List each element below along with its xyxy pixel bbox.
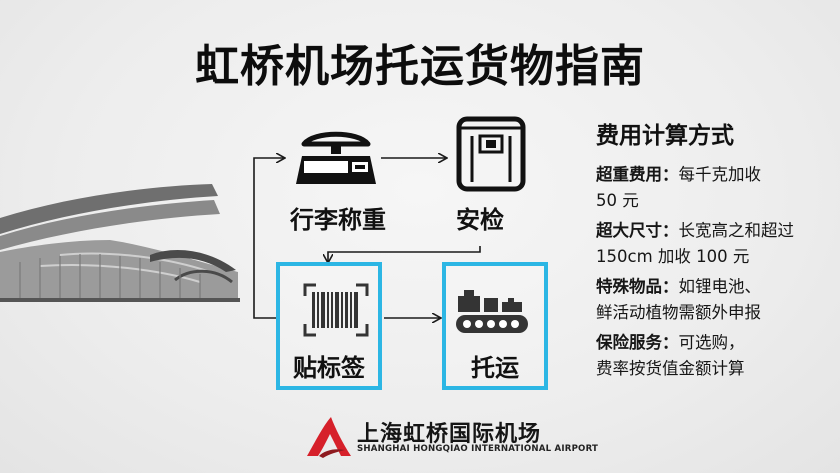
terminal-building-illustration (0, 184, 240, 302)
fee-line-cont: 50 元 (596, 191, 639, 210)
fee-desc: 每千克加收 (678, 165, 762, 184)
fee-line: 超重费用：每千克加收 (596, 162, 836, 188)
page-title: 虹桥机场托运货物指南 (195, 41, 645, 92)
arrow-security-to-label (328, 246, 481, 262)
fee-item-special: 特殊物品：如锂电池、 鲜活动植物需额外申报 (596, 274, 836, 326)
arrow-start-to-weigh (253, 158, 284, 319)
fee-panel: 费用计算方式 超重费用：每千克加收 50 元 超大尺寸：长宽高之和超过 150c… (596, 116, 836, 386)
fee-item-insurance: 保险服务：可选购， 费率按货值金额计算 (596, 330, 836, 382)
barcode-icon (303, 283, 369, 337)
step-label-box (276, 262, 382, 390)
fee-panel-title: 费用计算方式 (596, 123, 734, 149)
fee-desc: 可选购， (678, 333, 745, 352)
fee-line-cont: 费率按货值金额计算 (596, 359, 745, 378)
fee-desc: 如锂电池、 (678, 277, 762, 296)
fee-term: 超重费用： (596, 165, 679, 184)
fee-item-overweight: 超重费用：每千克加收 50 元 (596, 162, 836, 214)
fee-line-cont: 鲜活动植物需额外申报 (596, 303, 761, 322)
step-checkin-label: 托运 (471, 354, 519, 382)
step-weigh-label: 行李称重 (290, 206, 386, 234)
airport-name-cn: 上海虹桥国际机场 (357, 422, 542, 447)
fee-line-cont: 150cm 加收 100 元 (596, 247, 750, 266)
airport-logo-icon (307, 417, 351, 458)
security-gate-icon (456, 116, 526, 192)
fee-desc: 长宽高之和超过 (678, 221, 795, 240)
scale-icon (296, 131, 376, 184)
fee-line: 超大尺寸：长宽高之和超过 (596, 218, 836, 244)
fee-term: 保险服务： (596, 333, 679, 352)
fee-term: 特殊物品： (596, 277, 679, 296)
airport-name-en: SHANGHAI HONGQIAO INTERNATIONAL AIRPORT (357, 444, 599, 454)
conveyor-belt-icon (456, 290, 528, 333)
step-label-label: 贴标签 (293, 354, 365, 382)
flow-connectors (253, 158, 481, 319)
fee-line: 保险服务：可选购， (596, 330, 836, 356)
airport-logo: 上海虹桥国际机场 SHANGHAI HONGQIAO INTERNATIONAL… (305, 414, 598, 462)
fee-term: 超大尺寸： (596, 221, 679, 240)
fee-item-oversize: 超大尺寸：长宽高之和超过 150cm 加收 100 元 (596, 218, 836, 270)
step-checkin-box (442, 262, 548, 390)
step-security-label: 安检 (456, 206, 504, 234)
fee-line: 特殊物品：如锂电池、 (596, 274, 836, 300)
